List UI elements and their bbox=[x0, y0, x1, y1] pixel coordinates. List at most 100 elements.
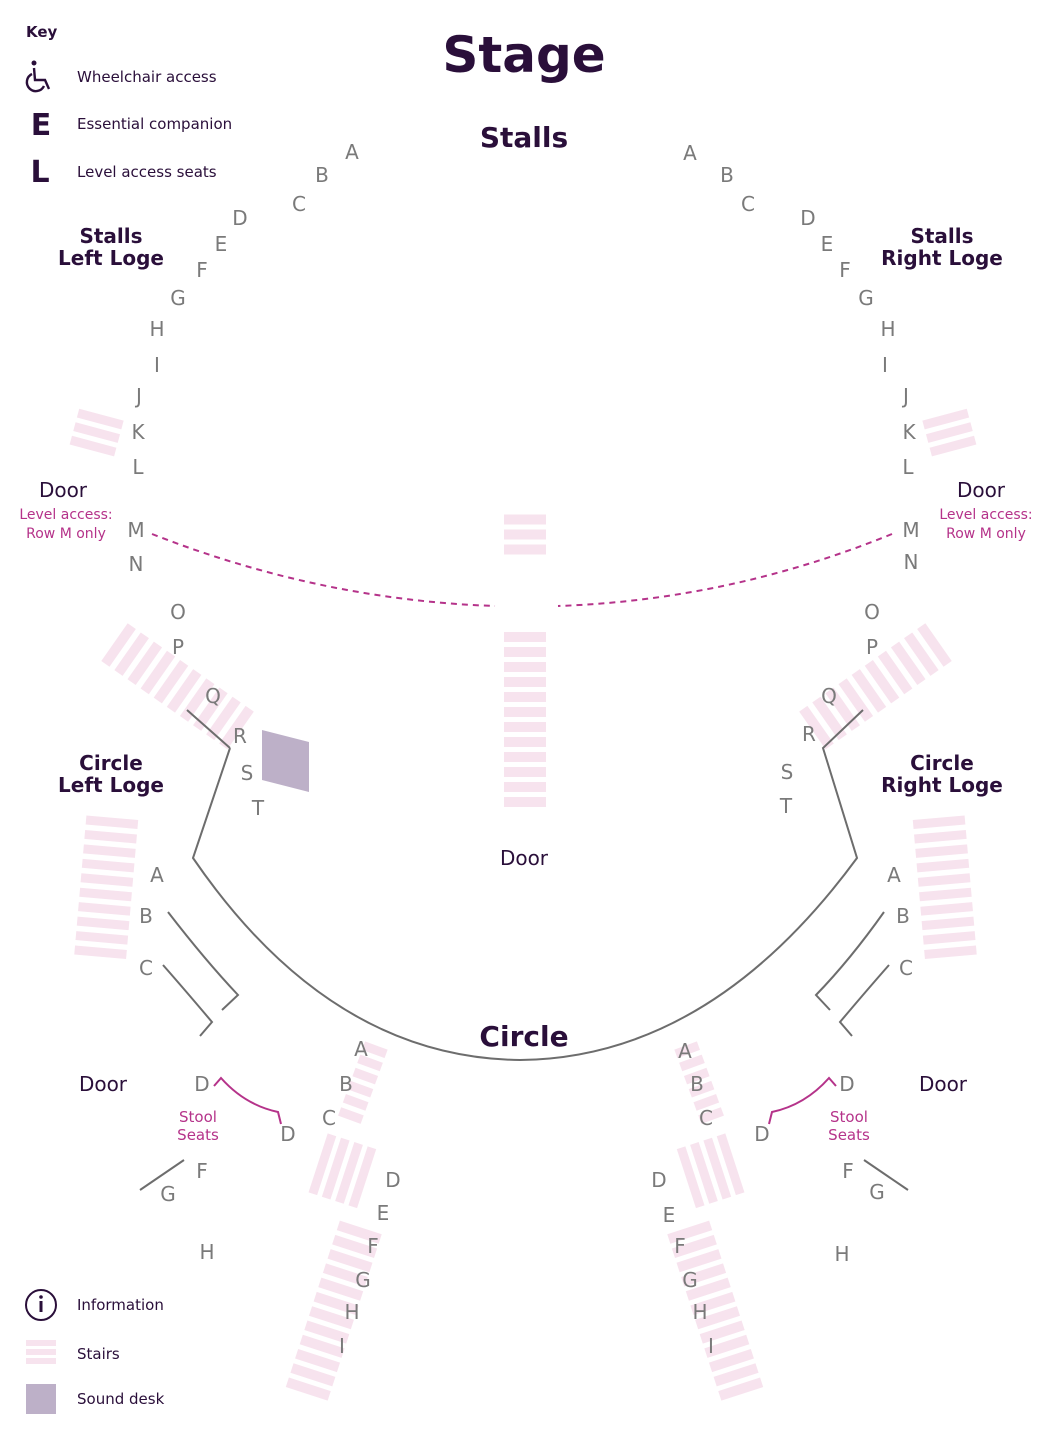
circle-right-rear-wall bbox=[863, 1159, 909, 1191]
stool-seats-right-2: Seats bbox=[828, 1126, 870, 1144]
key-label-sound-desk: Sound desk bbox=[77, 1390, 165, 1408]
stairs-stalls-right-diagonal-step bbox=[799, 705, 834, 750]
row-label-circle-center-left-d: D bbox=[385, 1168, 400, 1192]
circle-left-loge-wall-b bbox=[167, 911, 240, 1011]
row-label-circle-center-right-c: C bbox=[699, 1106, 713, 1130]
level-access-line-right bbox=[557, 533, 893, 607]
stairs-circle-center-left-upper-step bbox=[352, 1067, 379, 1085]
row-label-stalls-left-s: S bbox=[241, 761, 254, 785]
stairs-circle-center-right-lower-step bbox=[708, 1348, 754, 1373]
stairs-circle-left-loge-step bbox=[80, 873, 134, 887]
stalls-right-loge-label-1: Stalls bbox=[910, 224, 973, 248]
row-label-stalls-left-p: P bbox=[172, 635, 184, 659]
stairs-circle-center-left-lower-step bbox=[308, 1306, 354, 1330]
stairs-stalls-right-diagonal-step bbox=[838, 678, 874, 722]
stalls-left-loge-label-1: Stalls bbox=[79, 224, 142, 248]
stairs-stalls-left-diagonal-step bbox=[114, 632, 149, 676]
row-label-circle-right-c: C bbox=[899, 956, 913, 980]
door-stalls-left: Door bbox=[39, 478, 88, 502]
stairs-circle-center-right-mid-step bbox=[703, 1137, 732, 1200]
level-access-right-1: Level access: bbox=[939, 507, 1032, 523]
row-label-stalls-left-g: G bbox=[170, 286, 186, 310]
stairs-circle-center-left-mid-step bbox=[348, 1146, 377, 1209]
stairs-circle-center-right-upper bbox=[674, 1041, 724, 1124]
stalls-right-loge-label-2: Right Loge bbox=[881, 246, 1003, 270]
stairs-circle-center-right-lower-step bbox=[704, 1334, 750, 1358]
stairs-center-lower-step bbox=[504, 647, 546, 657]
row-label-stalls-right-i: I bbox=[882, 353, 888, 377]
sound-desk bbox=[262, 730, 309, 792]
stairs-stalls-left-step bbox=[69, 435, 117, 457]
stairs-stalls-left bbox=[69, 408, 124, 457]
row-label-stalls-left-q: Q bbox=[205, 684, 221, 708]
stairs-stalls-right-diagonal-step bbox=[890, 641, 926, 686]
stairs-circle-center-right-mid-step bbox=[690, 1142, 718, 1204]
stairs-stalls-right-diagonal-step bbox=[917, 623, 952, 667]
row-label-circle-center-left-f: F bbox=[367, 1234, 379, 1258]
stairs-circle-left-loge bbox=[74, 815, 139, 960]
circle-right-loge-wall-c bbox=[838, 964, 890, 1037]
row-label-stalls-left-k: K bbox=[131, 420, 145, 444]
row-label-stalls-right-o: O bbox=[864, 600, 880, 624]
row-label-stalls-right-a: A bbox=[683, 141, 697, 165]
circle-left-loge-label-2: Left Loge bbox=[58, 773, 164, 797]
row-label-circle-center-left-h: H bbox=[344, 1300, 359, 1324]
stairs-circle-left-loge-step bbox=[84, 829, 137, 844]
row-label-circle-center-right-f: F bbox=[674, 1234, 686, 1258]
stairs-stalls-right-diagonal-step bbox=[877, 650, 913, 695]
stairs-circle-center-right-lower-step bbox=[671, 1234, 717, 1258]
stairs-center-lower-step bbox=[504, 797, 546, 807]
row-label-circle-left-b: B bbox=[139, 904, 153, 928]
stairs-stalls-right-step bbox=[929, 435, 977, 457]
stairs-circle-right-loge-step bbox=[924, 945, 977, 960]
row-label-stalls-left-b: B bbox=[315, 163, 329, 187]
stairs-center-upper bbox=[504, 514, 546, 555]
stairs-circle-center-left-mid-step bbox=[321, 1137, 350, 1200]
key-label-stairs: Stairs bbox=[77, 1345, 120, 1363]
row-label-circle-left-h: H bbox=[199, 1240, 214, 1264]
stool-seats-left-bracket bbox=[213, 1076, 282, 1125]
stairs-group bbox=[69, 408, 977, 1401]
row-label-circle-center-right-g: G bbox=[682, 1268, 698, 1292]
stairs-circle-center-left-upper-step bbox=[357, 1054, 383, 1072]
row-label-stalls-right-b: B bbox=[720, 163, 734, 187]
stairs-center-upper-step bbox=[504, 514, 546, 525]
stairs-circle-center-right-lower-step bbox=[676, 1249, 722, 1273]
stairs-center-lower-step bbox=[504, 767, 546, 777]
row-label-stalls-left-e: E bbox=[215, 232, 228, 256]
row-label-circle-left-g: G bbox=[160, 1182, 176, 1206]
sound-desk-swatch-icon bbox=[26, 1384, 56, 1414]
row-label-stalls-left-n: N bbox=[129, 552, 144, 576]
circle-outline-left-top bbox=[186, 709, 231, 749]
stairs-circle-center-right-upper-step bbox=[679, 1054, 705, 1072]
row-label-circle-right-g: G bbox=[869, 1180, 885, 1204]
row-label-stalls-left-r: R bbox=[233, 724, 247, 748]
level-access-left-2: Row M only bbox=[26, 526, 106, 542]
stairs-stalls-right bbox=[922, 408, 977, 457]
stairs-circle-center-right-upper-step bbox=[683, 1067, 710, 1085]
stairs-center-upper-step bbox=[504, 529, 546, 540]
stairs-circle-center-left-mid bbox=[308, 1133, 377, 1209]
row-label-circle-center-right-h: H bbox=[692, 1300, 707, 1324]
key-heading: Key bbox=[26, 23, 58, 41]
row-label-circle-right-a: A bbox=[887, 863, 901, 887]
stairs-center-lower-step bbox=[504, 707, 546, 717]
row-label-stalls-right-j: J bbox=[901, 384, 909, 408]
row-label-stalls-right-e: E bbox=[821, 232, 834, 256]
stairs-stalls-left-step bbox=[73, 422, 121, 443]
stairs-circle-right-loge-step bbox=[920, 902, 973, 916]
row-label-stalls-left-a: A bbox=[345, 140, 359, 164]
stairs-stalls-left-diagonal-step bbox=[193, 687, 228, 731]
row-label-stalls-right-l: L bbox=[902, 455, 914, 479]
row-label-stalls-right-h: H bbox=[880, 317, 895, 341]
stairs-stalls-left-diagonal-step bbox=[153, 659, 189, 704]
stairs-circle-center-right-lower-step bbox=[695, 1306, 741, 1330]
row-label-stalls-right-m: M bbox=[902, 518, 919, 542]
stairs-center-upper-step bbox=[504, 544, 546, 555]
stairs-circle-center-left-lower-step bbox=[336, 1220, 382, 1244]
essential-companion-icon: E bbox=[31, 108, 52, 143]
circle-right-loge-label-2: Right Loge bbox=[881, 773, 1003, 797]
row-label-stalls-right-t: T bbox=[779, 794, 793, 818]
level-access-icon: L bbox=[30, 155, 49, 190]
